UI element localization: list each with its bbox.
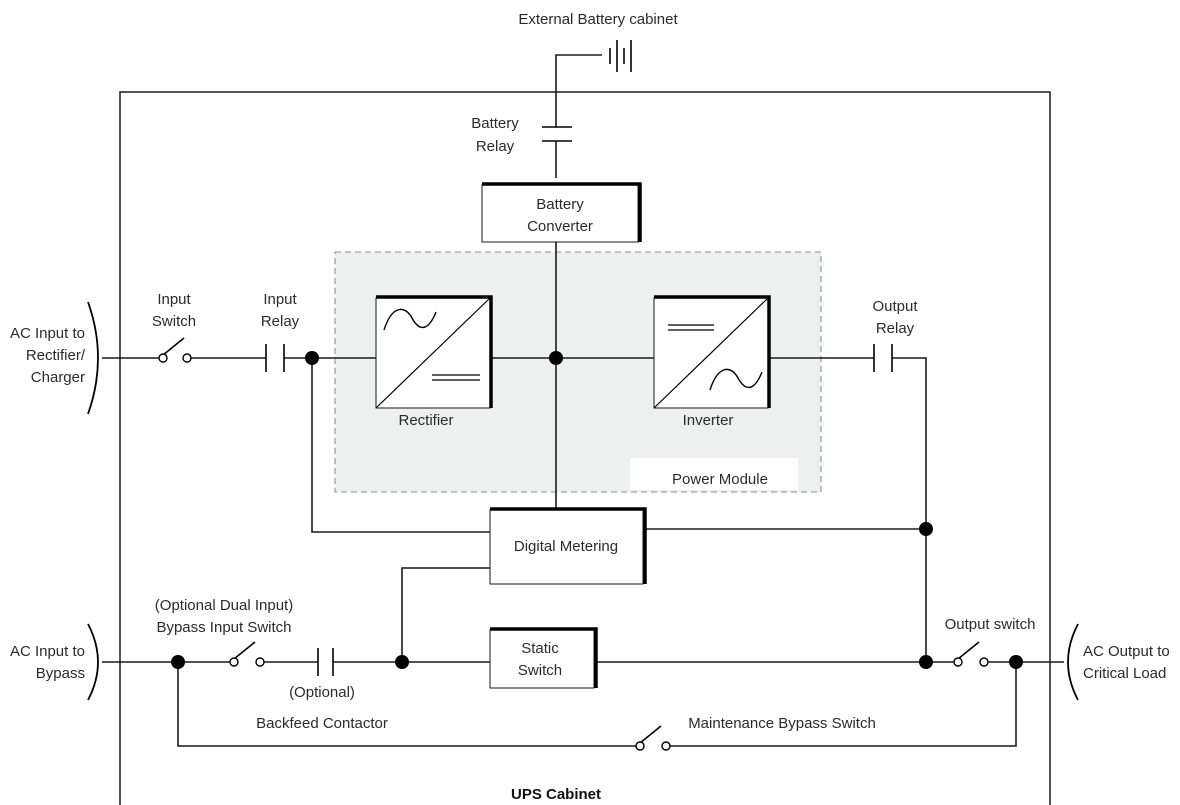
- battery-converter-box: [481, 182, 642, 243]
- ac-input-bypass-label-1: AC Input to: [10, 643, 85, 660]
- ac-sine-icon: [383, 308, 437, 331]
- output-switch-symbol: [953, 641, 989, 667]
- output-relay-label-2: Relay: [876, 320, 915, 337]
- backfeed-contactor-label-1: (Optional): [289, 684, 355, 701]
- ups-cabinet-label: UPS Cabinet: [511, 786, 601, 803]
- ac-input-rectifier-label-2: Rectifier/: [26, 347, 86, 364]
- output-switch-label: Output switch: [945, 616, 1036, 633]
- bypass-input-switch-label-2: Bypass Input Switch: [156, 619, 291, 636]
- ac-input-rectifier-label-1: AC Input to: [10, 325, 85, 342]
- digital-metering-label: Digital Metering: [514, 538, 618, 555]
- maintenance-bypass-switch-symbol: [635, 725, 671, 751]
- bypass-input-switch-symbol: [229, 641, 265, 667]
- backfeed-contactor-label-2: Backfeed Contactor: [256, 715, 388, 732]
- output-relay-symbol: [873, 344, 893, 372]
- external-battery-symbol: [555, 40, 632, 178]
- inverter-label: Inverter: [683, 412, 734, 429]
- battery-relay-label-2: Relay: [476, 138, 515, 155]
- ac-output-terminal: [1067, 623, 1079, 701]
- junction-dots: [171, 351, 1023, 669]
- input-relay-label-1: Input: [263, 291, 297, 308]
- rectifier-label: Rectifier: [398, 412, 453, 429]
- battery-relay-symbol: [542, 126, 572, 142]
- ac-input-bypass-terminal: [87, 623, 99, 701]
- power-module-label: Power Module: [672, 471, 768, 488]
- ac-input-rectifier-terminal: [87, 301, 99, 415]
- digital-metering-box: [489, 507, 647, 585]
- main-wiring: [102, 242, 1064, 747]
- input-relay-symbol: [265, 344, 285, 372]
- input-switch-label-2: Switch: [152, 313, 196, 330]
- ac-sine-icon: [709, 368, 763, 391]
- ac-input-rectifier-label-3: Charger: [31, 369, 85, 386]
- ups-cabinet-frame: [119, 91, 1051, 805]
- input-switch-label-1: Input: [157, 291, 191, 308]
- rectifier-box: [375, 295, 493, 409]
- ac-input-bypass-label-2: Bypass: [36, 665, 85, 682]
- static-switch-label-2: Switch: [518, 662, 562, 679]
- ac-output-label-1: AC Output to: [1083, 643, 1170, 660]
- static-switch-label-1: Static: [521, 640, 559, 657]
- battery-converter-label-2: Converter: [527, 218, 593, 235]
- output-relay-label-1: Output: [872, 298, 918, 315]
- input-relay-label-2: Relay: [261, 313, 300, 330]
- power-module-label-box: [630, 458, 798, 490]
- input-switch-symbol: [158, 337, 192, 363]
- backfeed-contactor-symbol: [317, 648, 334, 676]
- bypass-input-switch-label-1: (Optional Dual Input): [155, 597, 293, 614]
- external-battery-label: External Battery cabinet: [518, 11, 678, 28]
- battery-relay-label-1: Battery: [471, 115, 519, 132]
- inverter-box: [653, 295, 771, 409]
- ac-output-label-2: Critical Load: [1083, 665, 1166, 682]
- maintenance-bypass-label: Maintenance Bypass Switch: [688, 715, 876, 732]
- static-switch-box: [489, 627, 598, 689]
- battery-converter-label-1: Battery: [536, 196, 584, 213]
